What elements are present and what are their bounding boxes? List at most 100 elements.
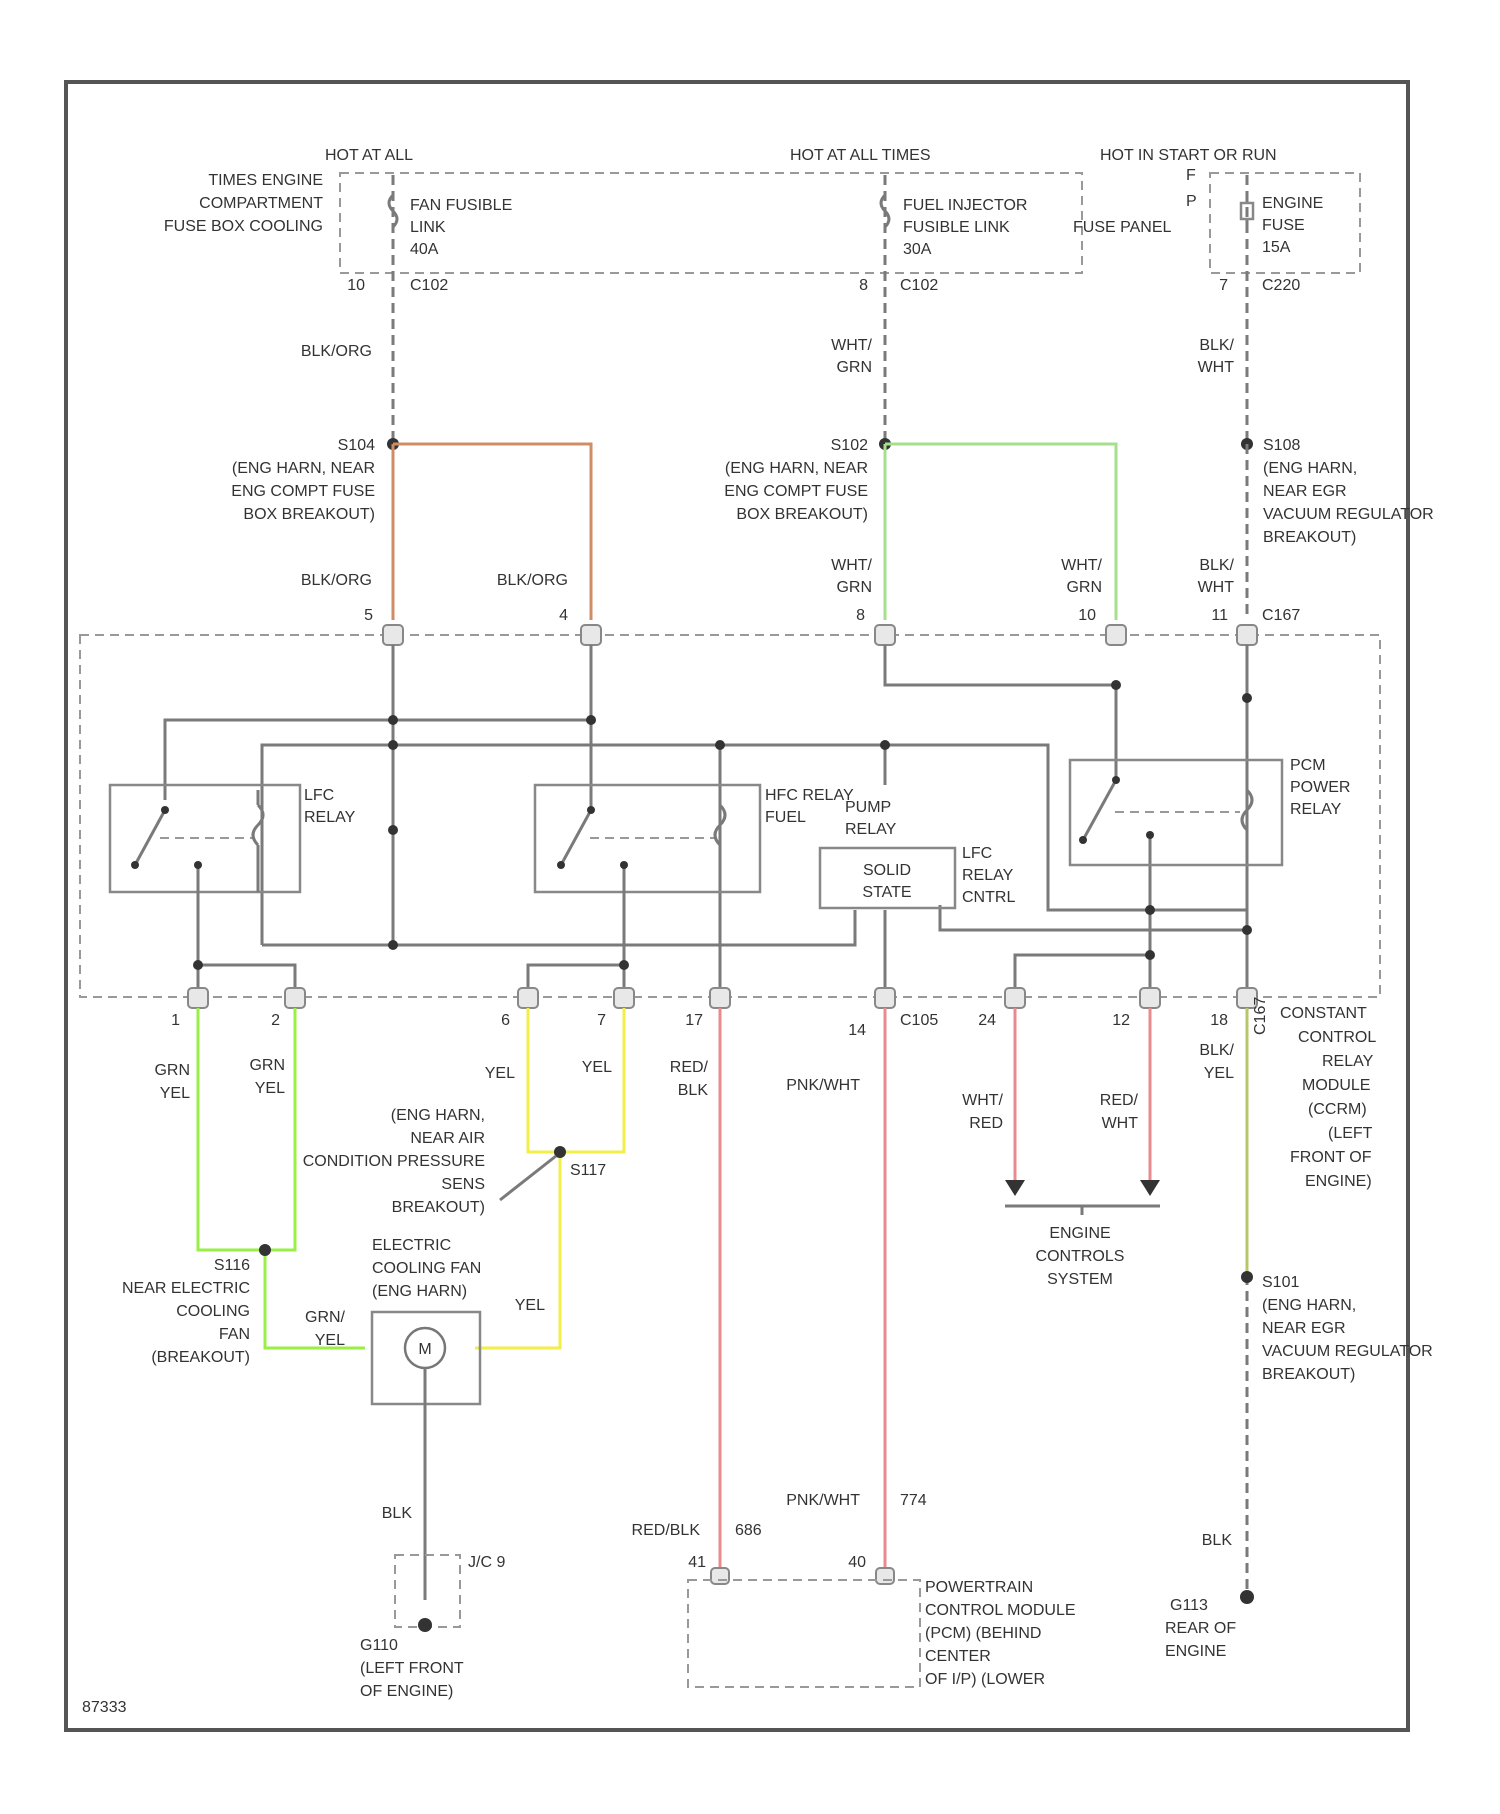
hfc-switch-pivot — [587, 806, 595, 814]
hfc-relay-switch — [561, 810, 591, 865]
pcm-relay-switch — [1083, 780, 1116, 840]
pin-17-terminal — [710, 988, 730, 1008]
pin-14-terminal — [875, 988, 895, 1008]
hot-label-2: HOT AT ALL TIMES — [790, 147, 931, 164]
wire-label-wht-grn-right-b: GRN — [1066, 579, 1102, 596]
lfc-control-label-2: RELAY — [962, 867, 1014, 884]
node-g — [1242, 693, 1252, 703]
hfc-relay-box — [535, 785, 760, 892]
wire-label-grn-yel-2b: YEL — [255, 1080, 285, 1097]
pin-6-terminal — [518, 988, 538, 1008]
lfc-control-label-3: CNTRL — [962, 889, 1015, 906]
s117-label-1: (ENG HARN, — [391, 1107, 485, 1124]
fuel-fuse-label-3: 30A — [903, 241, 932, 258]
ccrm-label-3: RELAY — [1322, 1053, 1374, 1070]
fuse-box-label-2: COMPARTMENT — [199, 195, 323, 212]
node-b — [586, 715, 596, 725]
g110-id: G110 — [360, 1637, 398, 1654]
fan-wire-label-yel: YEL — [515, 1297, 545, 1314]
ccrm-label-7: FRONT OF — [1290, 1149, 1372, 1166]
bottom-pin-7: 7 — [597, 1012, 606, 1029]
fuse-box-label-3: FUSE BOX COOLING — [164, 218, 323, 235]
pin-2-number: 8 — [859, 277, 868, 294]
circuit-774: 774 — [900, 1492, 927, 1509]
wire-label-blk-wht-mid-a: BLK/ — [1199, 557, 1234, 574]
splice-s102-id: S102 — [831, 437, 868, 454]
pcm-label-1: POWERTRAIN — [925, 1579, 1033, 1596]
ecs-label-3: SYSTEM — [1047, 1271, 1113, 1288]
lfc-label-2: RELAY — [304, 809, 356, 826]
pump-label-1: PUMP — [845, 799, 891, 816]
ccrm-label-6: (LEFT — [1328, 1125, 1373, 1142]
bottom-connector-c105: C105 — [900, 1012, 938, 1029]
wire-label-blk-org-left: BLK/ORG — [301, 572, 372, 589]
ecs-label-2: CONTROLS — [1036, 1248, 1125, 1265]
wire-label-grn-yel-1a: GRN — [154, 1062, 190, 1079]
bottom-pin-17: 17 — [685, 1012, 703, 1029]
ecs-bracket — [1005, 1206, 1160, 1215]
pcm-out-dot — [1146, 831, 1154, 839]
fan-wire-label-grn-a: GRN/ — [305, 1309, 346, 1326]
s117-label-4: SENS — [441, 1176, 485, 1193]
ecs-arrow-left — [1005, 1180, 1025, 1196]
g110-label-1: (LEFT FRONT — [360, 1660, 464, 1677]
wire-label-blk-org-mid: BLK/ORG — [497, 572, 568, 589]
hot-label-3: HOT IN START OR RUN — [1100, 147, 1277, 164]
ccrm-label-5: (CCRM) — [1308, 1101, 1367, 1118]
fan-label-2: COOLING FAN — [372, 1260, 481, 1277]
hfc-out-dot — [620, 861, 628, 869]
pin-1-connector: C102 — [410, 277, 448, 294]
g113-label-2: ENGINE — [1165, 1643, 1226, 1660]
s116-label-1: NEAR ELECTRIC — [122, 1280, 250, 1297]
splice-s104-line-1: (ENG HARN, NEAR — [232, 460, 375, 477]
s116-label-2: COOLING — [176, 1303, 250, 1320]
wire-label-yel-2: YEL — [582, 1059, 612, 1076]
circuit-686: 686 — [735, 1522, 762, 1539]
hfc-label-1: HFC RELAY — [765, 787, 854, 804]
wire-label-wht-red-a: WHT/ — [962, 1092, 1003, 1109]
module-connector-c167: C167 — [1262, 607, 1300, 624]
lfc-out-dot — [194, 861, 202, 869]
s101-id: S101 — [1262, 1274, 1299, 1291]
pin-12-terminal — [1140, 988, 1160, 1008]
splice-s101 — [1241, 1271, 1253, 1283]
module-pin-4: 4 — [559, 607, 568, 624]
s117-label-2: NEAR AIR — [410, 1130, 485, 1147]
node-j — [1145, 905, 1155, 915]
splice-s108-id: S108 — [1263, 437, 1300, 454]
lfc-switch-pivot — [161, 806, 169, 814]
node-f — [1111, 680, 1121, 690]
wire-label-pnk-wht: PNK/WHT — [786, 1077, 860, 1094]
ccrm-label-1: CONSTANT — [1280, 1005, 1367, 1022]
module-pin-8: 8 — [856, 607, 865, 624]
wire-label-blk-wht-upper-b: WHT — [1198, 359, 1235, 376]
bottom-pin-2: 2 — [271, 1012, 280, 1029]
pin-11-terminal — [1237, 625, 1257, 645]
splice-s102-line-3: BOX BREAKOUT) — [736, 506, 868, 523]
figure-number: 87333 — [82, 1699, 127, 1716]
pcm-pin-41: 41 — [688, 1554, 706, 1571]
lfc-switch-contact — [131, 861, 139, 869]
internal-ecs-loop — [1015, 955, 1150, 990]
s101-label-2: NEAR EGR — [1262, 1320, 1346, 1337]
pcm-label-2: CONTROL MODULE — [925, 1602, 1076, 1619]
orange-wire — [393, 444, 591, 620]
lfc-out-split — [198, 965, 295, 990]
pin-1-terminal — [188, 988, 208, 1008]
s117-leader — [500, 1156, 556, 1200]
g113-label-1: REAR OF — [1165, 1620, 1236, 1637]
pcm-outline — [688, 1580, 920, 1687]
bottom-pin-24: 24 — [978, 1012, 996, 1029]
solid-state-label-2: STATE — [862, 884, 911, 901]
ccrm-label-2: CONTROL — [1298, 1029, 1376, 1046]
module-pin-11: 11 — [1211, 607, 1228, 624]
node-c — [388, 740, 398, 750]
splice-s102-line-1: (ENG HARN, NEAR — [725, 460, 868, 477]
fuel-fuse-label-2: FUSIBLE LINK — [903, 219, 1010, 236]
splice-s116 — [259, 1244, 271, 1256]
pcm-relay-label-2: POWER — [1290, 779, 1350, 796]
ccrm-label-4: MODULE — [1302, 1077, 1370, 1094]
node-a — [388, 715, 398, 725]
pin-24-terminal — [1005, 988, 1025, 1008]
